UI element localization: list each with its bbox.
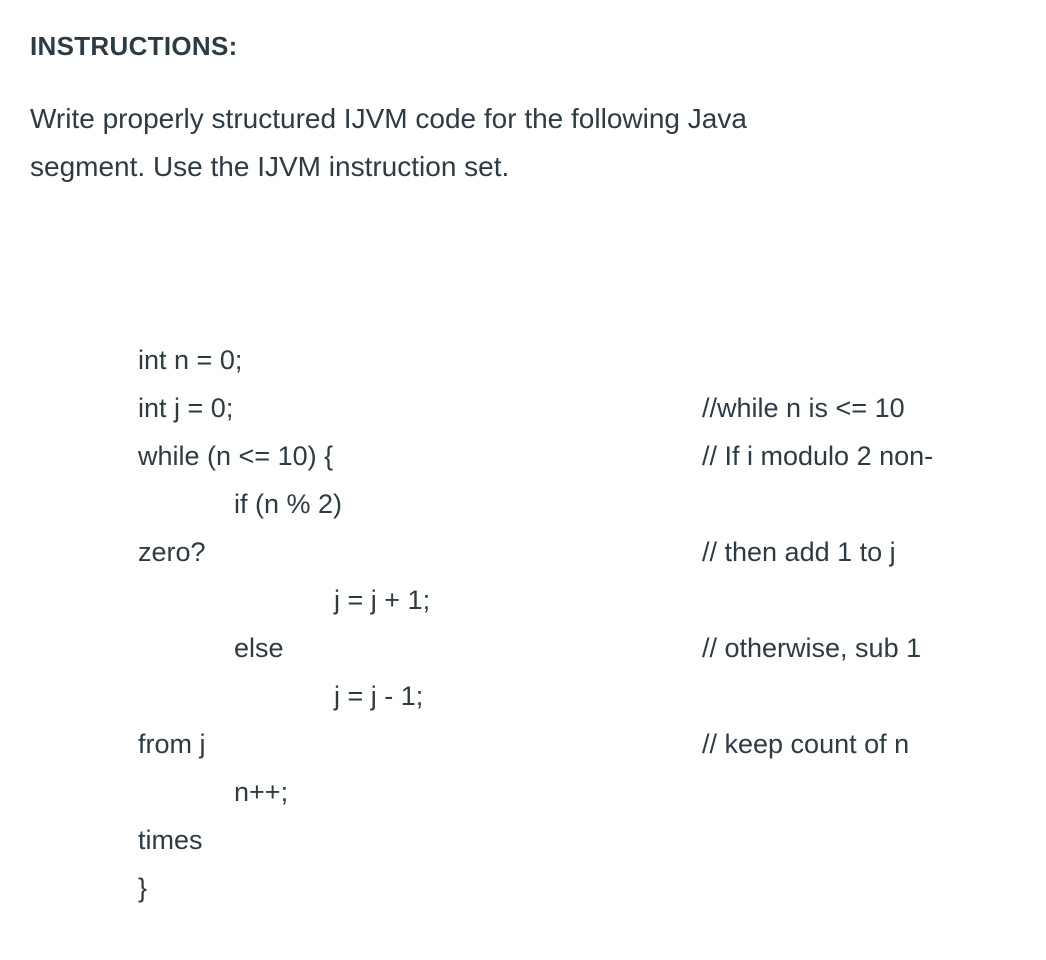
code-block: int n = 0; int j = 0; while (n <= 10) { … [108, 288, 933, 903]
code-line: int n = 0; [138, 345, 243, 375]
instructions-heading: INSTRUCTIONS: [30, 31, 238, 61]
code-row: n++; // keep count of n [108, 720, 909, 807]
code-line: j = j + 1; [334, 585, 431, 615]
code-line: else [234, 633, 284, 663]
code-line: j = j - 1; [334, 681, 424, 711]
code-line: } [138, 873, 148, 903]
code-row: from j [108, 672, 430, 759]
code-line: n++; [234, 777, 289, 807]
instructions-body-line: Write properly structured IJVM code for … [30, 103, 747, 134]
code-row: j = j - 1; // otherwise, sub 1 [108, 624, 921, 711]
code-comment: //while n is <= 10 [702, 393, 905, 423]
code-line: int j = 0; [138, 393, 234, 423]
code-row: zero? [108, 480, 430, 567]
code-line: if (n % 2) [234, 489, 343, 519]
code-row: else [108, 576, 430, 663]
code-row: int j = 0; [108, 336, 430, 423]
code-line: while (n <= 10) { [138, 441, 334, 471]
code-row: int n = 0; [108, 288, 430, 375]
code-row: times [108, 768, 430, 855]
code-line: times [138, 825, 203, 855]
code-comment: // then add 1 to j [702, 537, 896, 567]
code-row: j = j + 1; // then add 1 to j [108, 528, 896, 615]
code-comment: // otherwise, sub 1 [702, 633, 922, 663]
code-line: zero? [138, 537, 206, 567]
code-line: from j [138, 729, 206, 759]
code-comment: // keep count of n [702, 729, 910, 759]
code-row: if (n % 2) // If i modulo 2 non- [108, 432, 933, 519]
code-comment: // If i modulo 2 non- [702, 441, 934, 471]
instructions-body: Write properly structured IJVM code for … [30, 95, 747, 191]
instructions-body-line: segment. Use the IJVM instruction set. [30, 151, 510, 182]
code-row: } [108, 816, 430, 903]
code-row: while (n <= 10) { //while n is <= 10 [108, 384, 905, 471]
